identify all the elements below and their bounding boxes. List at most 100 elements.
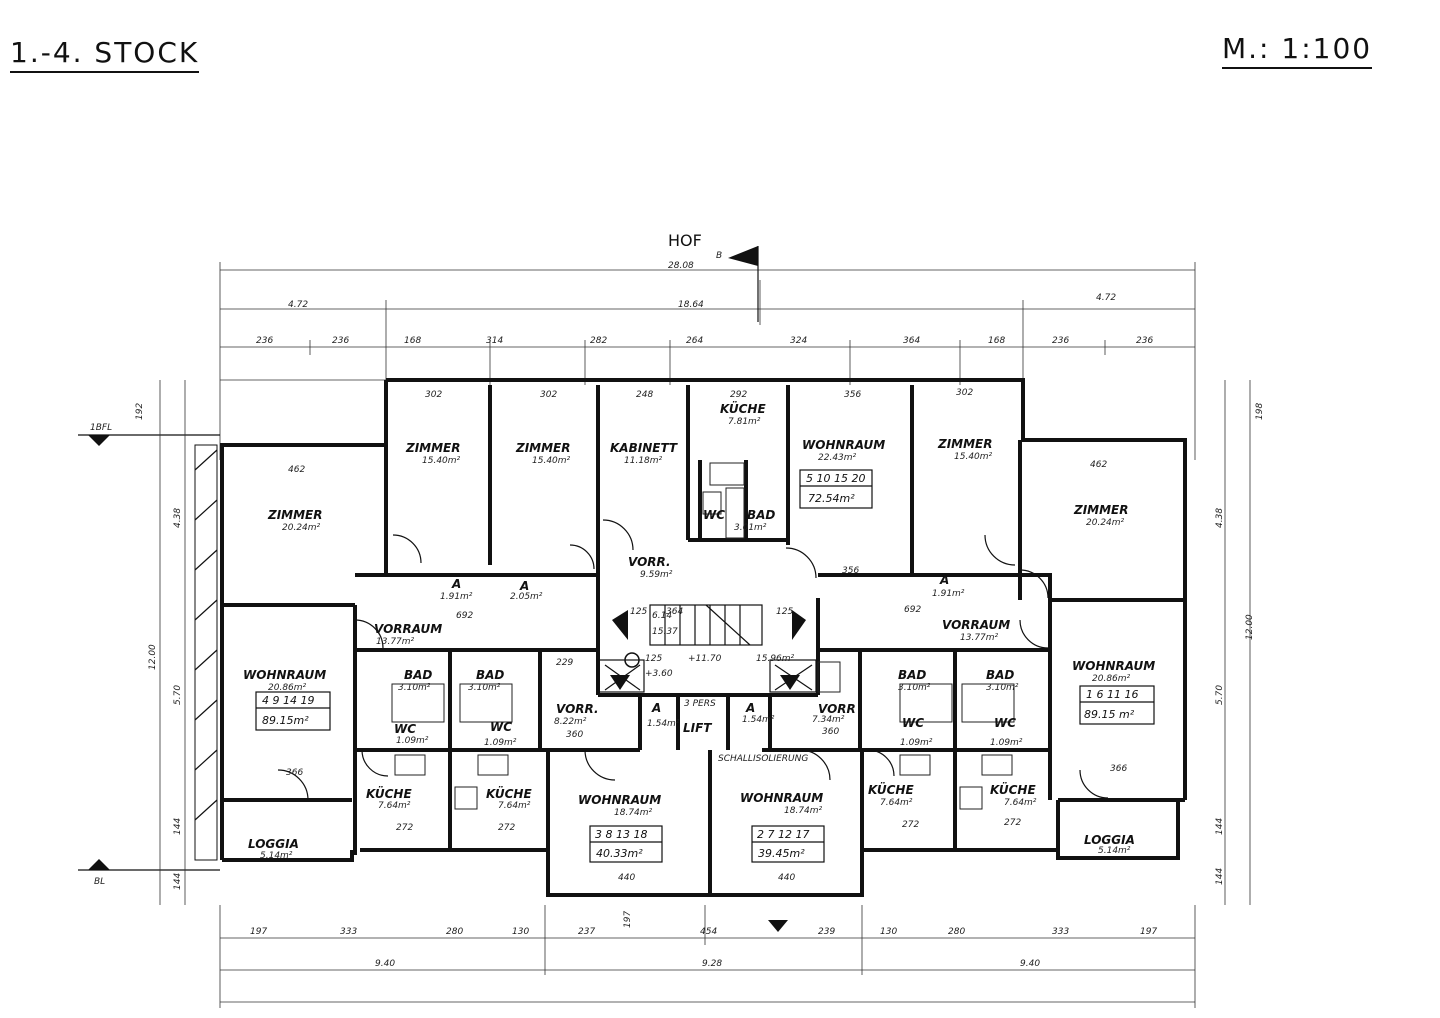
room-label: A (451, 577, 461, 591)
stair-dim-614: +11.70 (688, 654, 722, 664)
room-area: 18.74m² (614, 808, 653, 818)
dim-right-1: 4.38 (1215, 508, 1225, 528)
stair-landing-area: 15.96m² (756, 654, 795, 664)
dim-bottom-detail-9: 280 (948, 927, 965, 937)
unit-box-4: 4 9 14 19 89.15m² (255, 691, 331, 731)
dim-top-detail-10: 236 (1136, 336, 1153, 346)
sound-insulation-note: SCHALLISOLIERUNG (718, 754, 808, 764)
room-area: 7.64m² (880, 798, 913, 808)
dim-misc: 292 (730, 390, 747, 400)
dim-top-detail-7: 364 (903, 336, 920, 346)
dim-misc: 272 (396, 823, 413, 833)
room-area: 2.05m² (510, 592, 543, 602)
courtyard-label: HOF (668, 231, 702, 250)
unit-box-2: 2 7 12 17 39.45m² (751, 825, 825, 863)
room-label: WC (394, 722, 416, 736)
unit-box-3: 3 8 13 18 40.33m² (589, 825, 663, 863)
dim-bottom-detail-6: 454 (700, 927, 717, 937)
dim-right-4: 144 (1215, 818, 1225, 835)
room-label: A (939, 573, 949, 587)
dim-misc: 692 (456, 611, 473, 621)
dim-misc: 302 (540, 390, 557, 400)
interior-walls (222, 385, 1185, 855)
room-label: VORR. (628, 555, 671, 569)
room-label: LOGGIA (248, 837, 299, 851)
dim-left-0: 192 (135, 403, 145, 420)
room-label: A (745, 701, 755, 715)
unit-numbers: 1 6 11 16 (1086, 688, 1138, 701)
room-label: KÜCHE (366, 786, 412, 801)
room-label: ZIMMER (405, 441, 461, 455)
dim-misc: 229 (556, 658, 573, 668)
room-labels: ZIMMER 20.24m² ZIMMER 15.40m² ZIMMER 15.… (243, 401, 1155, 861)
room-area: 1.09m² (990, 738, 1023, 748)
room-label: BAD (898, 668, 926, 682)
room-area: 7.64m² (1004, 798, 1037, 808)
dim-bottom-row-1: 9.28 (702, 959, 722, 969)
level-top-icon (88, 435, 110, 446)
dim-top-detail-6: 324 (790, 336, 807, 346)
room-area: 20.86m² (1092, 674, 1131, 684)
room-area: 7.64m² (378, 801, 411, 811)
room-label: WOHNRAUM (802, 438, 885, 452)
staircase (597, 604, 817, 693)
room-label: BAD (747, 508, 775, 522)
room-area: 1.54m² (647, 719, 680, 729)
dim-bottom-detail-7: 239 (818, 927, 835, 937)
room-label: LOGGIA (1084, 833, 1135, 847)
room-area: 3.10m² (898, 683, 931, 693)
room-area: 18.74m² (784, 806, 823, 816)
room-area: 11.18m² (624, 456, 663, 466)
dim-right-5: 144 (1215, 868, 1225, 885)
unit-area: 39.45m² (758, 847, 805, 860)
room-label: VORRAUM (374, 622, 442, 636)
dim-left-2: 12.00 (148, 644, 158, 670)
room-area: 5.14m² (1098, 846, 1131, 856)
room-label: KÜCHE (720, 401, 766, 416)
room-label: WOHNRAUM (1072, 659, 1155, 673)
dim-misc: 360 (566, 730, 583, 740)
dim-top-detail-0: 236 (256, 336, 273, 346)
room-area: 3.10m² (398, 683, 431, 693)
unit-area: 89.15m² (262, 714, 309, 727)
dim-bottom-detail-11: 197 (1140, 927, 1157, 937)
dim-misc: 356 (844, 390, 861, 400)
stair-dim-125-left: 125 (630, 607, 647, 617)
dim-misc: 302 (425, 390, 442, 400)
room-label: ZIMMER (515, 441, 571, 455)
stair-down-left-icon (610, 675, 630, 690)
room-label: WOHNRAUM (740, 791, 823, 805)
dim-top-detail-3: 314 (486, 336, 503, 346)
unit-box-1: 1 6 11 16 89.15 m² (1079, 685, 1155, 725)
dim-bottom-detail-5: 197 (623, 911, 633, 928)
facade-hatch (194, 444, 218, 861)
dim-top-detail-9: 236 (1052, 336, 1069, 346)
dim-misc: 366 (286, 768, 303, 778)
facade-hatch-lines (194, 449, 218, 821)
room-area: 1.54m² (742, 715, 775, 725)
room-area: 7.34m² (812, 715, 845, 725)
dim-misc: 356 (842, 566, 859, 576)
dim-misc: 692 (904, 605, 921, 615)
dim-right-3: 5.70 (1215, 685, 1225, 705)
room-label: ZIMMER (267, 508, 323, 522)
unit-box-5: 5 10 15 20 72.54m² (799, 469, 873, 509)
room-area: 13.77m² (376, 637, 415, 647)
room-label: ZIMMER (937, 437, 993, 451)
unit-area: 40.33m² (596, 847, 643, 860)
room-area: 7.81m² (728, 417, 761, 427)
top-dimension-lines (219, 262, 1196, 460)
room-area: 1.09m² (484, 738, 517, 748)
room-label: VORR (818, 702, 856, 716)
room-label: A (519, 579, 529, 593)
dim-top-detail-4: 282 (590, 336, 607, 346)
room-label: WC (703, 508, 725, 522)
room-area: 7.64m² (498, 801, 531, 811)
plan-title: 1.-4. STOCK (10, 36, 200, 73)
room-label: VORR. (556, 702, 599, 716)
room-label: VORRAUM (942, 618, 1010, 632)
dim-misc: 272 (498, 823, 515, 833)
dim-bottom-row-0: 9.40 (375, 959, 395, 969)
room-area: 1.09m² (900, 738, 933, 748)
room-area: 20.24m² (1086, 518, 1125, 528)
